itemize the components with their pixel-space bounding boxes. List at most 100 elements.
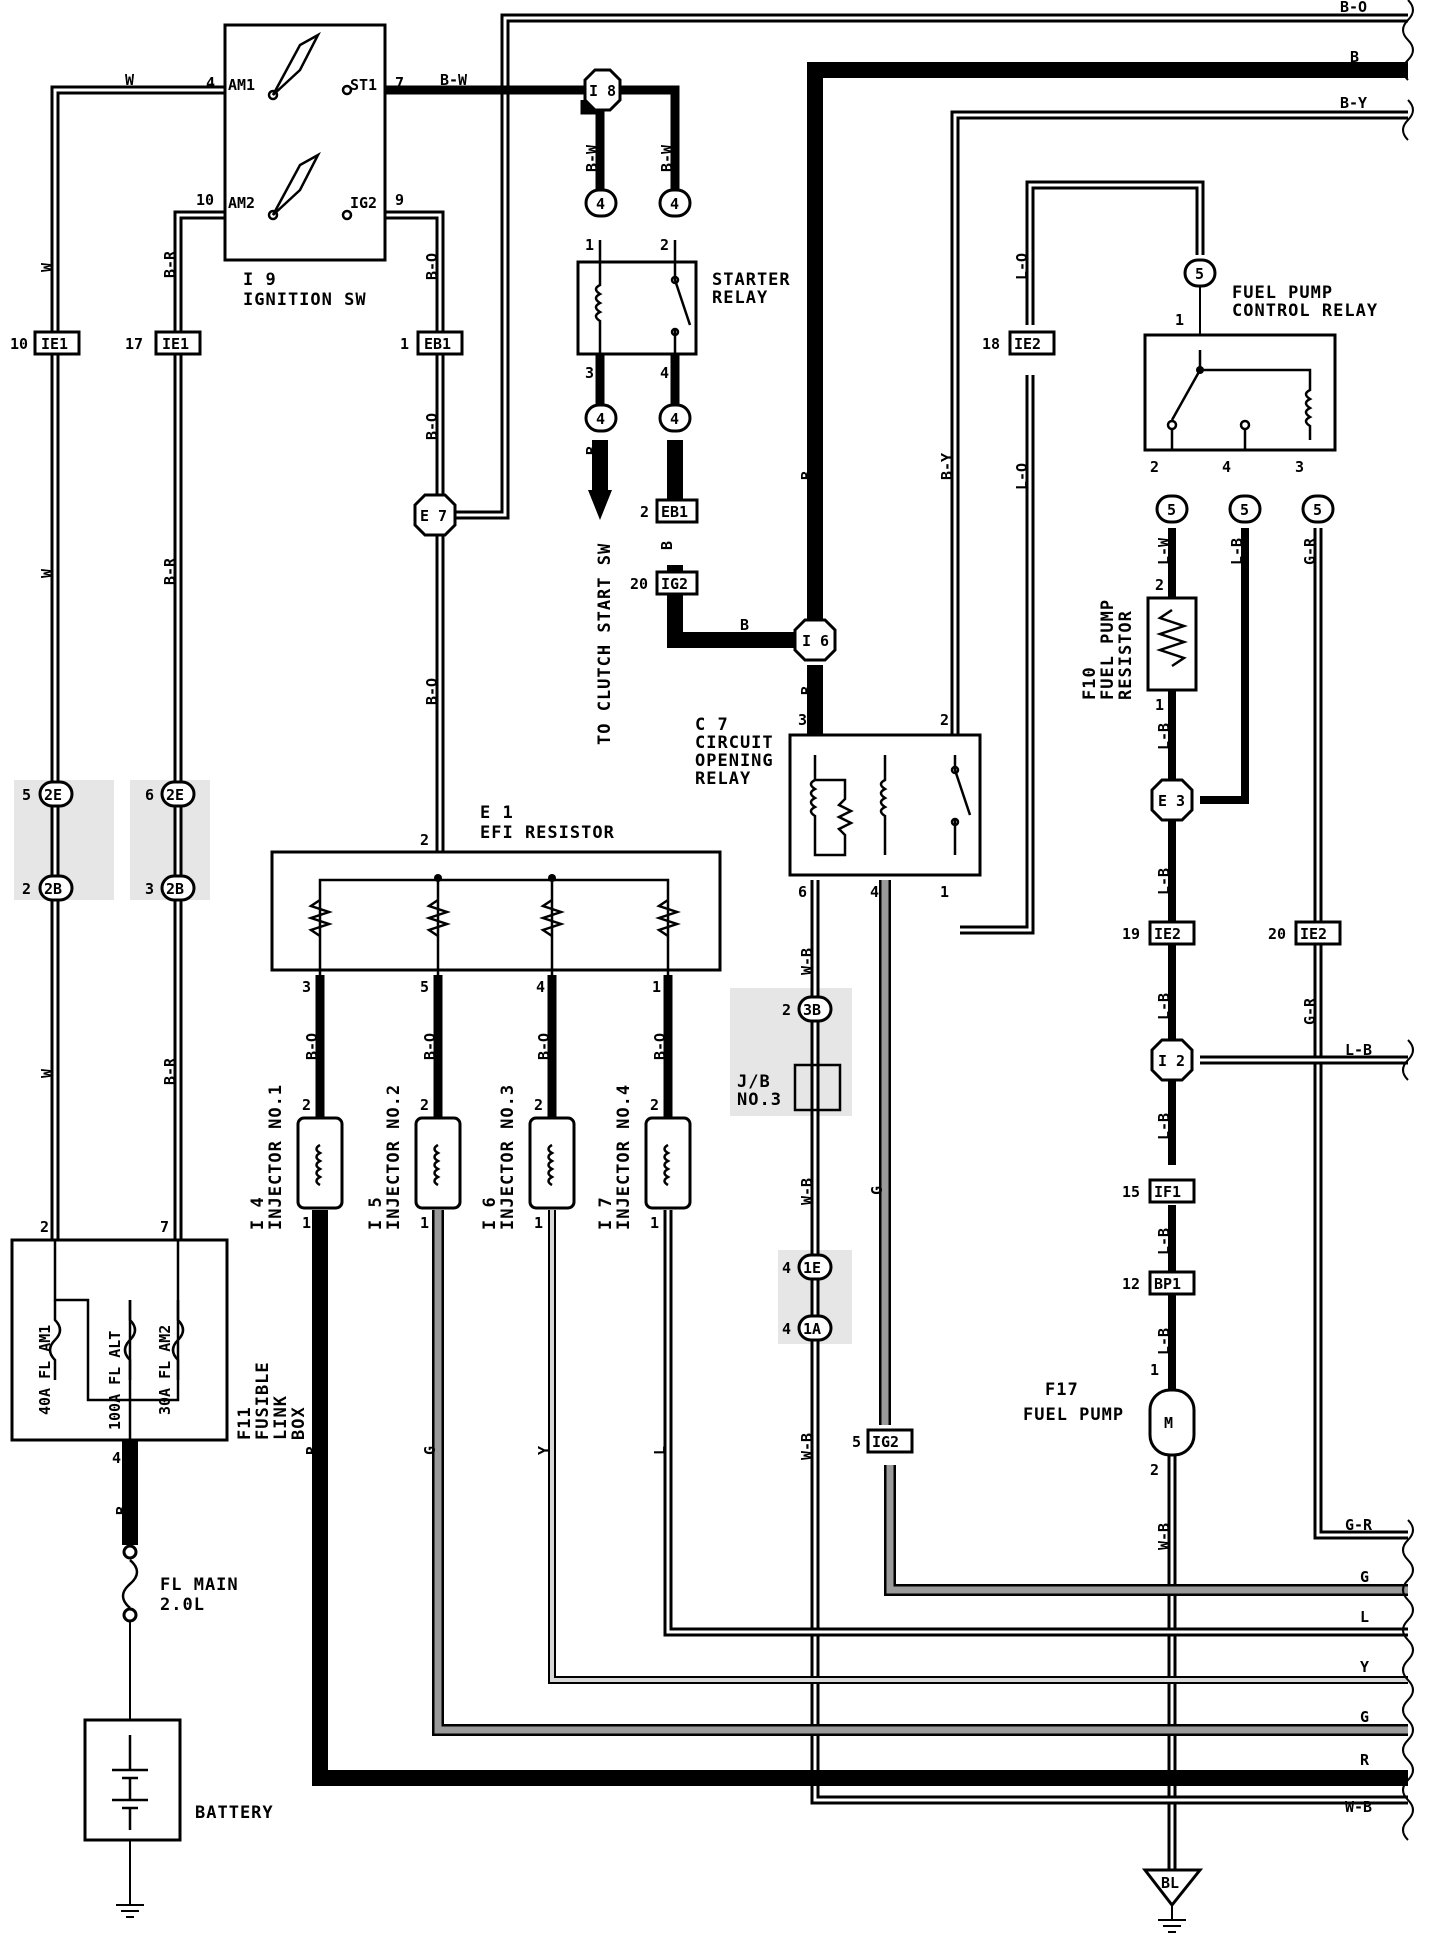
right-edge-breaks bbox=[1402, 0, 1414, 1841]
svg-text:2: 2 bbox=[640, 503, 649, 521]
svg-text:I 6: I 6 bbox=[802, 632, 829, 650]
battery-ground-icon bbox=[116, 1904, 144, 1918]
efi-pin-3: 3 bbox=[302, 978, 311, 996]
svg-text:3: 3 bbox=[145, 880, 154, 898]
injector-3-name: INJECTOR NO.3 bbox=[498, 1084, 518, 1230]
wire-label-g-right-1: G bbox=[1360, 1568, 1369, 1586]
wire-label-br-1: B-R bbox=[161, 250, 179, 278]
connector-4-b: 4 bbox=[658, 188, 692, 218]
fpres-id: F10 bbox=[1080, 666, 1100, 700]
ignition-switch-id: I 9 bbox=[243, 270, 277, 290]
starter-relay-name-1: STARTER bbox=[712, 270, 791, 290]
wire-label-wb-c7: W-B bbox=[798, 948, 816, 975]
connector-bp1: BP1 12 bbox=[1122, 1270, 1196, 1296]
svg-text:3B: 3B bbox=[803, 1001, 821, 1019]
svg-text:5: 5 bbox=[1240, 501, 1249, 519]
wire-label-br-2: B-R bbox=[161, 557, 179, 585]
injector-3-id: I 6 bbox=[480, 1196, 500, 1230]
connector-2b-b: 2B3 bbox=[145, 874, 196, 902]
svg-text:I 2: I 2 bbox=[1158, 1052, 1185, 1070]
fprelay-pin-1: 1 bbox=[1175, 311, 1184, 329]
wire-g-inj2 bbox=[432, 1210, 1408, 1736]
svg-text:IE1: IE1 bbox=[162, 335, 189, 353]
connector-eb1-top: EB1 1 bbox=[400, 330, 464, 356]
pin-ig2-label: IG2 bbox=[350, 194, 377, 212]
svg-text:12: 12 bbox=[1122, 1275, 1140, 1293]
ignition-switch: AM1 AM2 ST1 IG2 4 10 7 9 I 9 IGNITION SW bbox=[196, 23, 404, 310]
circuit-opening-relay: 3 2 6 4 1 C 7 CIRCUIT OPENING RELAY bbox=[695, 711, 982, 901]
wire-gr bbox=[1313, 528, 1408, 1540]
svg-text:4: 4 bbox=[670, 410, 679, 428]
battery: BATTERY bbox=[83, 1718, 273, 1842]
c7-name-3: RELAY bbox=[695, 769, 751, 789]
wire-label-w-1: W bbox=[38, 262, 56, 272]
wire-r bbox=[312, 1210, 1408, 1786]
wire-label-wb-right: W-B bbox=[1345, 1798, 1372, 1816]
wire-label-bw-st1: B-W bbox=[440, 71, 468, 89]
svg-text:E 3: E 3 bbox=[1158, 792, 1185, 810]
svg-text:IE2: IE2 bbox=[1154, 925, 1181, 943]
injector-3: 2 1 I 6 INJECTOR NO.3 bbox=[480, 1084, 576, 1232]
svg-text:IE1: IE1 bbox=[41, 335, 68, 353]
starter-relay-name-2: RELAY bbox=[712, 288, 768, 308]
wire-label-gr-right: G-R bbox=[1345, 1516, 1373, 1534]
connector-1e: 1E4 bbox=[782, 1253, 833, 1281]
wire-label-y: Y bbox=[535, 1446, 553, 1455]
wire-label-b-vert: B bbox=[798, 471, 816, 480]
svg-text:20: 20 bbox=[1268, 925, 1286, 943]
svg-text:5: 5 bbox=[1195, 265, 1204, 283]
connector-ie1-br: IE1 17 bbox=[125, 330, 202, 356]
injector-4-id: I 7 bbox=[596, 1196, 616, 1230]
fpres-name-2: RESISTOR bbox=[1116, 610, 1136, 700]
efi-resistor: 2 3 5 4 1 E 1 EFI RESISTOR bbox=[270, 803, 722, 996]
wire-label-b-c7: B bbox=[798, 686, 816, 695]
svg-text:17: 17 bbox=[125, 335, 143, 353]
fuel-pump-control-relay: 1 2 4 3 FUEL PUMP CONTROL RELAY bbox=[1143, 283, 1377, 476]
c7-id: C 7 bbox=[695, 715, 729, 735]
wire-label-w-3: W bbox=[38, 1068, 56, 1078]
svg-text:19: 19 bbox=[1122, 925, 1140, 943]
wire-label-by-top: B-Y bbox=[1340, 94, 1367, 112]
wire-lo bbox=[960, 180, 1205, 935]
connector-if1: IF1 15 bbox=[1122, 1178, 1196, 1204]
fusible-link-box: 40A FL AM1 100A FL ALT 30A FL AM2 2 7 4 … bbox=[10, 1218, 309, 1467]
svg-text:2.0L: 2.0L bbox=[160, 1595, 205, 1615]
wire-label-gr-top: G-R bbox=[1301, 537, 1319, 565]
fuse-am1: 40A FL AM1 bbox=[36, 1325, 54, 1415]
fpres-pin-1: 1 bbox=[1155, 696, 1164, 714]
efi-pin-1: 1 bbox=[652, 978, 661, 996]
injector-1-name: INJECTOR NO.1 bbox=[266, 1084, 286, 1230]
wire-label-bo-inj4: B-O bbox=[651, 1033, 669, 1060]
starter-pin-4: 4 bbox=[660, 364, 669, 382]
connector-2e-a: 2E5 bbox=[22, 780, 74, 808]
fuse-alt: 100A FL ALT bbox=[106, 1331, 124, 1430]
efi-pin-5: 5 bbox=[420, 978, 429, 996]
wire-bw-left bbox=[580, 100, 605, 200]
c7-pin-1: 1 bbox=[940, 883, 949, 901]
connector-4-d: 4 bbox=[658, 403, 692, 433]
svg-text:J/B: J/B bbox=[737, 1072, 771, 1092]
flbox-pin-4: 4 bbox=[112, 1449, 121, 1467]
wire-label-lb-5: L-B bbox=[1155, 1228, 1173, 1255]
connector-4-a: 4 bbox=[584, 188, 618, 218]
connector-5-b: 5 bbox=[1228, 494, 1262, 524]
svg-text:1: 1 bbox=[420, 1214, 429, 1232]
svg-text:IG2: IG2 bbox=[872, 1433, 899, 1451]
wire-l bbox=[663, 1210, 1408, 1637]
svg-text:2B: 2B bbox=[44, 880, 62, 898]
connector-4-c: 4 bbox=[584, 403, 618, 433]
connector-ig2-mid: IG2 20 bbox=[630, 570, 699, 596]
wire-lb-4 bbox=[1200, 528, 1249, 804]
svg-text:2: 2 bbox=[302, 1096, 311, 1114]
junction-i6: I 6 bbox=[793, 618, 837, 662]
connector-5-top: 5 bbox=[1183, 258, 1217, 288]
wire-bw-right bbox=[620, 85, 680, 200]
ignition-switch-name: IGNITION SW bbox=[243, 290, 367, 310]
injector-1: 2 1 I 4 INJECTOR NO.1 bbox=[248, 1084, 344, 1232]
ground-bl: BL bbox=[1141, 1868, 1204, 1933]
connector-5-a: 5 bbox=[1155, 494, 1189, 524]
svg-text:1: 1 bbox=[302, 1214, 311, 1232]
pin-am2-label: AM2 bbox=[228, 194, 255, 212]
svg-text:EB1: EB1 bbox=[661, 503, 688, 521]
